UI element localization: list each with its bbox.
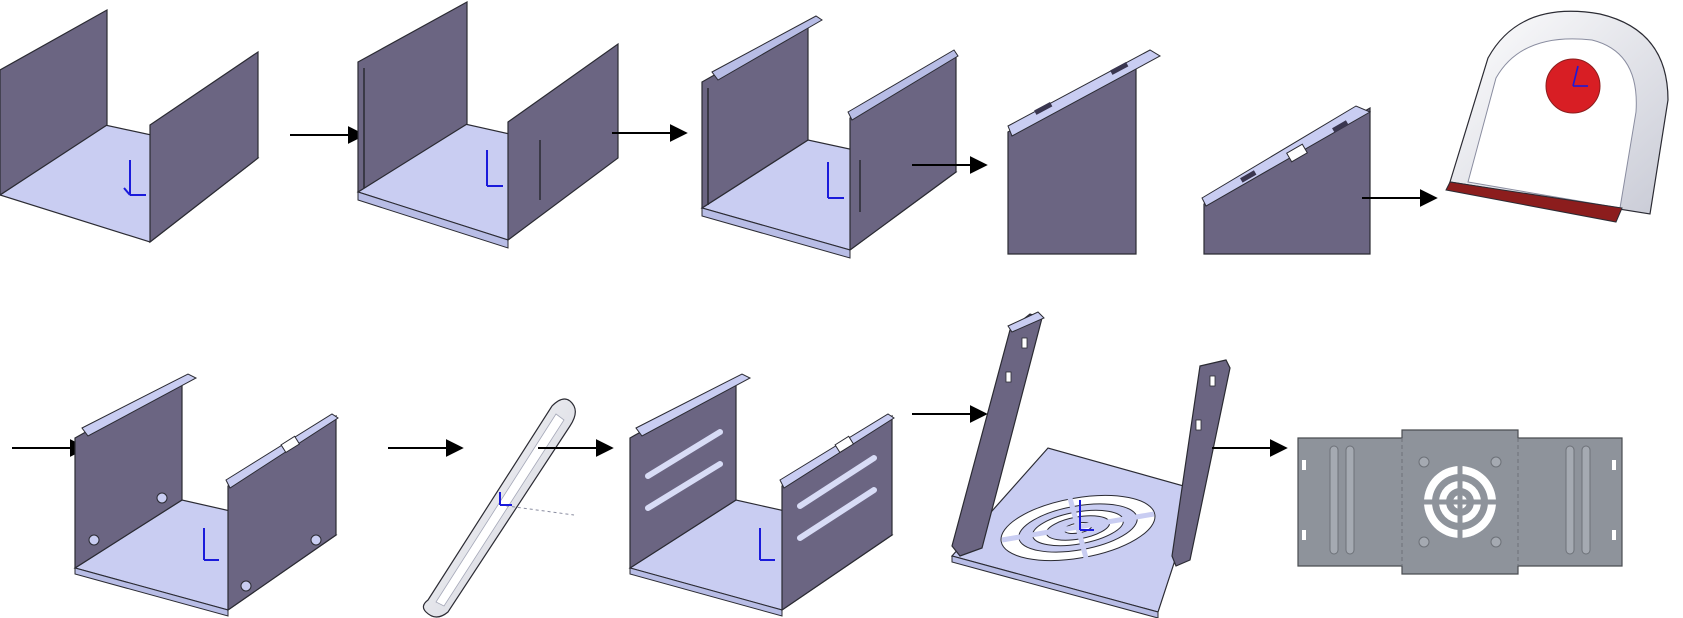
back-top-flange	[635, 373, 752, 437]
axis-z	[123, 187, 131, 196]
flat-slot	[1302, 460, 1306, 470]
right-wall	[507, 42, 619, 242]
back-wall	[357, 0, 468, 194]
flat-rib	[1329, 445, 1339, 555]
flat-boss	[1418, 536, 1430, 548]
u-channel-ribbed-icon	[628, 373, 895, 617]
flat-boss	[1418, 456, 1430, 468]
slot	[1332, 120, 1349, 133]
slot-detail-icon	[1007, 49, 1372, 255]
step-2-edge-hems	[356, 0, 619, 249]
step-7-rib-tool	[422, 398, 576, 618]
u-channel-bossed-icon	[73, 373, 339, 617]
flat-slot	[1612, 530, 1616, 540]
floor-hem	[74, 567, 229, 617]
step-10-flat-pattern	[1297, 429, 1623, 575]
rib	[645, 429, 723, 479]
rib	[797, 487, 877, 541]
floor-hem	[951, 555, 1159, 618]
flat-boss	[1490, 456, 1502, 468]
slot	[1240, 170, 1257, 183]
step-4-tab-slots	[1007, 49, 1372, 255]
left-arm	[951, 313, 1043, 557]
step-8-ribs	[628, 373, 895, 617]
boss	[156, 492, 168, 504]
louver-form-tool-icon	[1445, 10, 1669, 223]
u-channel-hemmed-icon	[356, 0, 619, 249]
boss	[240, 580, 252, 592]
floor-hem	[701, 207, 851, 259]
detail-flange	[1007, 49, 1162, 137]
slot	[1034, 102, 1053, 115]
right-top-flange	[779, 413, 895, 489]
tool-base-flange	[1445, 181, 1623, 223]
step-1-base-flange	[0, 8, 260, 244]
rib-inner	[435, 413, 565, 607]
left-arm-flange	[1007, 311, 1045, 333]
tab	[834, 435, 855, 454]
boss	[310, 534, 322, 546]
rib	[645, 461, 723, 511]
back-top-flange	[711, 15, 823, 81]
right-top-flange	[225, 413, 339, 489]
slot	[1110, 62, 1129, 75]
flat-slot	[1612, 460, 1616, 470]
flat-rib	[1565, 445, 1575, 555]
axis-y	[1572, 65, 1579, 87]
vented-bracket-icon	[950, 311, 1231, 618]
slot	[1209, 375, 1216, 387]
right-top-flange	[847, 49, 959, 121]
step-5-form-tool	[1445, 10, 1669, 223]
floor-hem	[357, 191, 509, 249]
back-top-flange	[81, 373, 198, 437]
flat-rib	[1345, 445, 1355, 555]
flat-pattern-icon	[1297, 429, 1623, 575]
floor-hem	[629, 567, 783, 617]
detail-wall	[1007, 56, 1137, 255]
boss	[88, 534, 100, 546]
tab	[1286, 143, 1308, 163]
u-channel-sheet-icon	[0, 8, 260, 244]
rib-form-tool-icon	[422, 398, 576, 618]
flat-boss	[1490, 536, 1502, 548]
back-wall	[0, 8, 108, 196]
vent-cross	[1067, 497, 1089, 559]
slot	[1005, 371, 1012, 383]
step-6-bosses	[73, 373, 339, 617]
flat-rib	[1581, 445, 1591, 555]
step-9-vent-pattern	[950, 311, 1231, 618]
right-wall	[149, 50, 259, 244]
u-channel-flanged-icon	[700, 15, 959, 259]
axis-x	[499, 504, 575, 516]
detail-wall-2	[1203, 106, 1371, 255]
step-3-top-flanges	[700, 15, 959, 259]
slot	[1195, 419, 1202, 431]
rib	[797, 455, 877, 509]
flat-slot	[1302, 530, 1306, 540]
right-arm	[1171, 359, 1231, 567]
slot	[1021, 337, 1028, 349]
tab	[280, 435, 301, 454]
